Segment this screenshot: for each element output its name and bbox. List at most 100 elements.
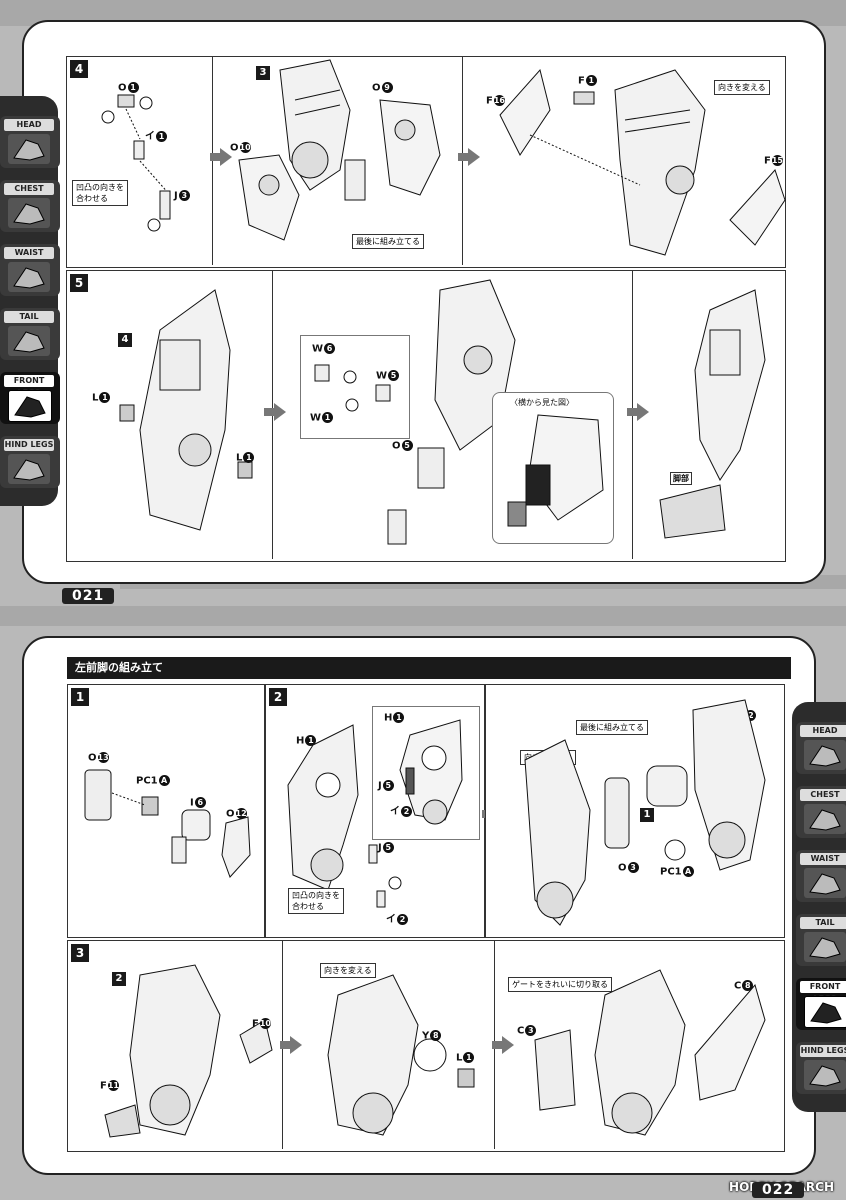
side-tab-label: WAIST	[800, 853, 846, 865]
part-label-f10: F10	[252, 1018, 271, 1030]
pin-parts-drawing	[101, 94, 171, 232]
part-thumbnail-icon	[804, 932, 846, 962]
part-thumbnail-icon	[8, 262, 50, 292]
frame-h1-drawing	[287, 724, 359, 891]
side-tab-label: HEAD	[4, 119, 54, 131]
leg-armor-drawing	[534, 969, 766, 1136]
frame-assembly-drawing	[524, 699, 766, 926]
part-thumbnail-icon	[804, 996, 846, 1028]
note-last-assemble: 最後に組み立てる	[576, 720, 648, 735]
side-tab-label: HIND LEGS	[800, 1045, 846, 1057]
sub-assembly-ref: 2	[112, 972, 126, 986]
part-label-f16: F16	[486, 95, 505, 107]
plate-o9-drawing	[344, 99, 441, 201]
side-tab-tail: TAIL	[796, 914, 846, 966]
side-tab-waist: WAIST	[796, 850, 846, 902]
front-leg-complete-drawing	[659, 289, 766, 539]
note-gate-cut: ゲートをきれいに切り取る	[508, 977, 612, 992]
leg-assembly-drawing	[119, 289, 253, 531]
part-thumbnail-icon	[804, 804, 846, 834]
side-tab-label: FRONT LEGS	[800, 981, 846, 1003]
pin-parts-drawing	[314, 364, 391, 412]
side-tab-label: CHEST	[800, 789, 846, 801]
note-change-direction: 向きを変える	[714, 80, 770, 95]
sub-assembly-ref: 1	[640, 808, 654, 822]
side-tab-chest: CHEST	[0, 180, 60, 232]
side-tab-hind-legs: HIND LEGS	[796, 1042, 846, 1094]
flow-arrow	[210, 148, 232, 166]
side-tab-head: HEAD	[796, 722, 846, 774]
sub-assembly-ref: 4	[118, 333, 132, 347]
joint-parts-drawing	[84, 769, 251, 878]
part-label-f15: F15	[764, 155, 783, 167]
frame-detail-drawing	[399, 719, 463, 825]
note-align-box: 凹凸の向きを合わせる	[288, 888, 344, 914]
flow-arrow	[627, 403, 649, 421]
side-tab-tail: TAIL	[0, 308, 60, 360]
part-thumbnail-icon	[8, 454, 50, 484]
part-thumbnail-icon	[8, 198, 50, 228]
part-thumbnail-icon	[804, 868, 846, 898]
side-tab-label: TAIL	[800, 917, 846, 929]
divider	[212, 57, 213, 265]
flow-arrow	[264, 403, 286, 421]
part-label-f11: F11	[100, 1080, 119, 1092]
background-streak	[0, 606, 846, 626]
side-tab-label: HIND LEGS	[4, 439, 54, 451]
leg-upper-drawing	[279, 59, 351, 191]
side-tab-waist: WAIST	[0, 244, 60, 296]
side-view-label: 〈横から見た図〉	[510, 398, 574, 407]
divider	[462, 57, 463, 265]
side-tab-label: WAIST	[4, 247, 54, 259]
step-number: 3	[71, 944, 89, 962]
side-tab-chest: CHEST	[796, 786, 846, 838]
side-tab-head: HEAD	[0, 116, 60, 168]
part-thumbnail-icon	[804, 740, 846, 770]
note-last-assemble: 最後に組み立てる	[352, 234, 424, 249]
flow-arrow	[458, 148, 480, 166]
part-label-o12: O12	[226, 808, 247, 820]
side-tab-label: CHEST	[4, 183, 54, 195]
note-align-box: 凹凸の向きを合わせる	[72, 180, 128, 206]
flow-arrow	[280, 1036, 302, 1054]
leg-lower-drawing	[327, 974, 475, 1136]
side-tab-front-legs: FRONT LEGS	[0, 372, 60, 424]
page-number: 021	[62, 588, 115, 604]
detail-box	[300, 335, 410, 439]
step-number: 5	[70, 274, 88, 292]
side-tab-label: HEAD	[800, 725, 846, 737]
part-label-o10: O10	[230, 142, 251, 154]
step-number: 4	[70, 60, 88, 78]
part-thumbnail-icon	[8, 326, 50, 356]
plate-o10-drawing	[238, 154, 300, 241]
section-title: 左前脚の組み立て	[67, 657, 791, 679]
side-tab-label: TAIL	[4, 311, 54, 323]
side-view-drawing	[507, 414, 604, 527]
step-number: 2	[269, 688, 287, 706]
foot-label: 脚部	[670, 472, 692, 485]
part-thumbnail-icon	[8, 134, 50, 164]
side-tab-label: FRONT LEGS	[4, 375, 54, 397]
